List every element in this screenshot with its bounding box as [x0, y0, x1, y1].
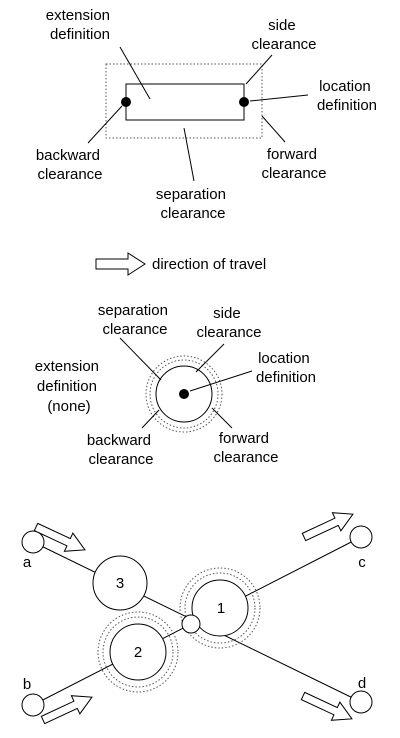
label-mid-forward-clearance: forward clearance: [213, 430, 278, 466]
arrow-a-icon: [33, 522, 86, 552]
endpoint-c-circle: [349, 525, 373, 549]
bottom-crossing-section: a b c d 1 2 3: [21, 512, 373, 725]
location-point: [179, 389, 189, 399]
label-location-definition: location definition: [317, 78, 377, 114]
label-direction-of-travel: direction of travel: [152, 256, 266, 273]
label-mid-separation-clearance: separation clearance: [98, 302, 172, 338]
object-1-clearance-ring-inner: [184, 572, 256, 644]
label-mid-backward-clearance: backward clearance: [87, 432, 155, 468]
label-endpoint-c: c: [358, 554, 366, 571]
label-object-1: 1: [217, 600, 225, 617]
leader-mid-location: [189, 370, 253, 392]
endpoint-d-circle: [349, 690, 373, 714]
label-backward-clearance: backward clearance: [36, 147, 104, 183]
arrow-b-icon: [40, 695, 93, 725]
label-forward-clearance: forward clearance: [261, 146, 326, 182]
top-rectangle-section: extension definition side clearance loca…: [36, 7, 377, 222]
endpoint-a-circle: [21, 530, 45, 554]
label-endpoint-b: b: [23, 676, 31, 693]
object-3-circle: [92, 555, 148, 611]
direction-legend: direction of travel: [95, 252, 266, 276]
label-mid-location-definition: location definition: [256, 350, 316, 386]
label-endpoint-d: d: [358, 675, 366, 692]
middle-circle-section: separation clearance side clearance exte…: [35, 302, 316, 468]
object-1-circle: [191, 579, 249, 637]
endpoint-b-circle: [21, 693, 45, 717]
object-2-circle: [109, 623, 167, 681]
label-separation-clearance: separation clearance: [156, 186, 230, 222]
label-endpoint-a: a: [23, 554, 32, 571]
object-1-clearance-ring: [179, 567, 261, 649]
label-mid-extension-definition: extension definition (none): [35, 358, 103, 415]
separation-clearance-ring: [145, 355, 223, 433]
leader-side: [245, 54, 273, 85]
leader-forward: [261, 115, 286, 143]
label-extension-definition: extension definition: [46, 7, 114, 43]
leader-location: [249, 94, 309, 102]
object-2-clearance-ring-inner: [102, 616, 174, 688]
leader-mid-backward: [141, 409, 160, 429]
direction-arrow-icon: [95, 252, 146, 276]
arrow-d-icon: [300, 691, 353, 721]
small-crossing-circle: [181, 614, 201, 634]
label-mid-side-clearance: side clearance: [196, 305, 261, 341]
side-clearance-ring: [149, 359, 219, 429]
forward-point: [239, 97, 249, 107]
object-2-clearance-ring: [97, 611, 179, 693]
leader-backward: [87, 105, 123, 144]
separation-clearance-box: [105, 63, 263, 139]
label-object-2: 2: [134, 644, 142, 661]
label-object-3: 3: [116, 575, 124, 592]
leader-mid-side: [195, 343, 225, 373]
object-rectangle: [125, 83, 245, 121]
leader-mid-forward: [211, 407, 233, 429]
leader-separation: [183, 127, 195, 182]
label-side-clearance: side clearance: [251, 17, 316, 53]
leader-mid-separation: [119, 337, 162, 381]
arrow-c-icon: [301, 512, 354, 542]
leader-extension: [119, 46, 151, 100]
backward-point: [121, 97, 131, 107]
